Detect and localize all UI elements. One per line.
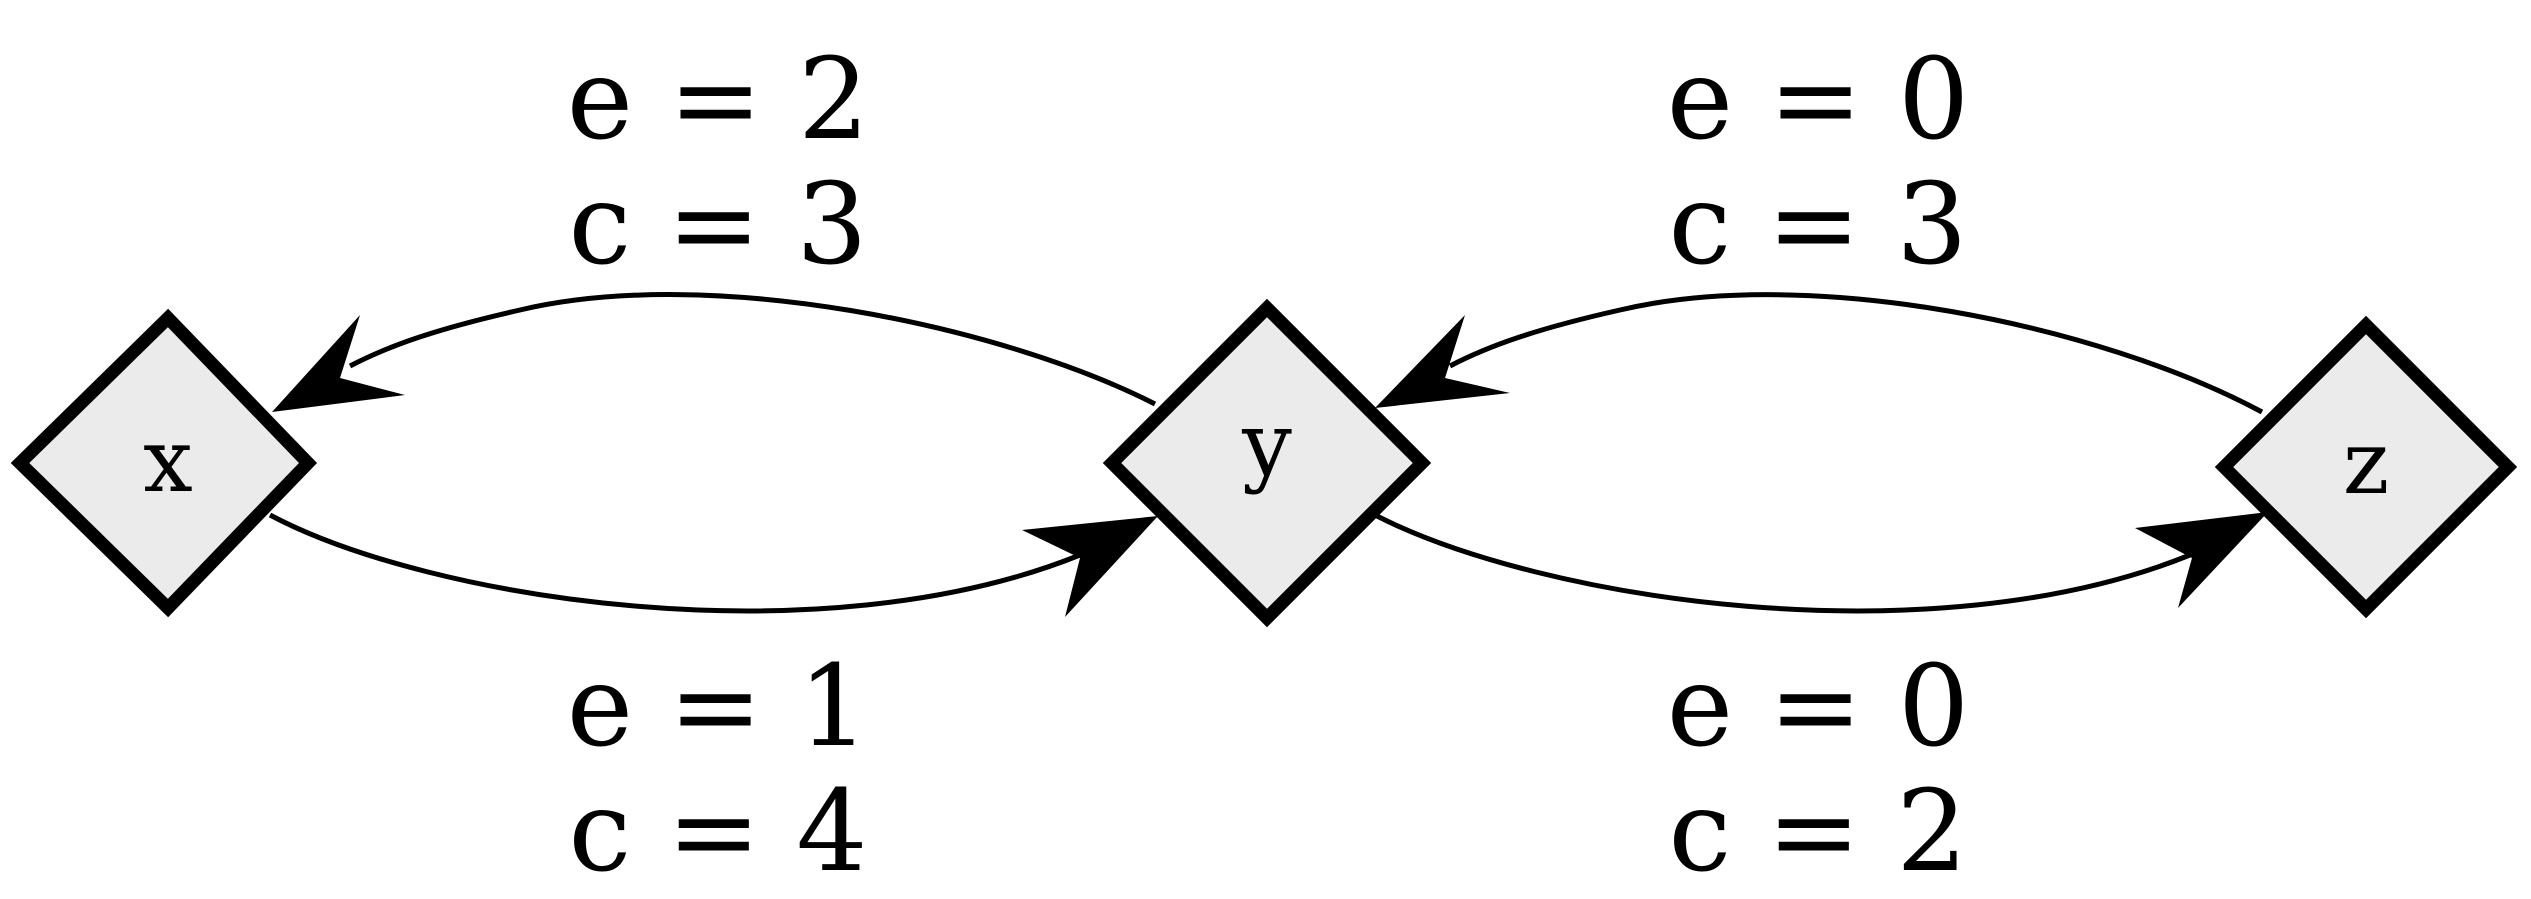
- arrowhead: [272, 315, 405, 412]
- edge-line: [268, 512, 1081, 614]
- arrowhead: [1022, 516, 1158, 617]
- edge-line: [1448, 292, 2264, 415]
- edge-x-to-y: [268, 512, 1158, 617]
- edge-y-to-z: [1373, 512, 2268, 614]
- node-z-diamond: [2214, 315, 2518, 619]
- c-label: c = 3: [568, 160, 867, 290]
- edge-line: [348, 292, 1157, 407]
- edge-label-y-to-x: e = 2 c = 3: [567, 35, 870, 290]
- node-y: y: [1102, 298, 1432, 628]
- node-x-diamond: [10, 308, 318, 618]
- node-z: z: [2214, 315, 2518, 619]
- edge-label-y-to-z: e = 0 c = 2: [1667, 642, 1970, 897]
- arrowhead: [2135, 512, 2268, 608]
- node-x: x: [10, 308, 318, 618]
- c-label: c = 2: [1668, 767, 1967, 897]
- edge-z-to-y: [1375, 292, 2264, 415]
- edge-line: [1373, 512, 2191, 614]
- edge-label-x-to-y: e = 1 c = 4: [567, 642, 870, 897]
- e-label: e = 0: [1667, 642, 1970, 772]
- edge-label-z-to-y: e = 0 c = 3: [1667, 35, 1970, 290]
- e-label: e = 2: [567, 35, 870, 165]
- node-x-label: x: [143, 409, 193, 512]
- node-z-label: z: [2343, 411, 2389, 514]
- node-y-label: y: [1241, 393, 1292, 496]
- node-y-diamond: [1102, 298, 1432, 628]
- e-label: e = 0: [1667, 35, 1970, 165]
- c-label: c = 3: [1668, 160, 1967, 290]
- c-label: c = 4: [568, 767, 867, 897]
- edge-y-to-x: [272, 292, 1157, 412]
- arrowhead: [1375, 315, 1510, 408]
- e-label: e = 1: [567, 642, 870, 772]
